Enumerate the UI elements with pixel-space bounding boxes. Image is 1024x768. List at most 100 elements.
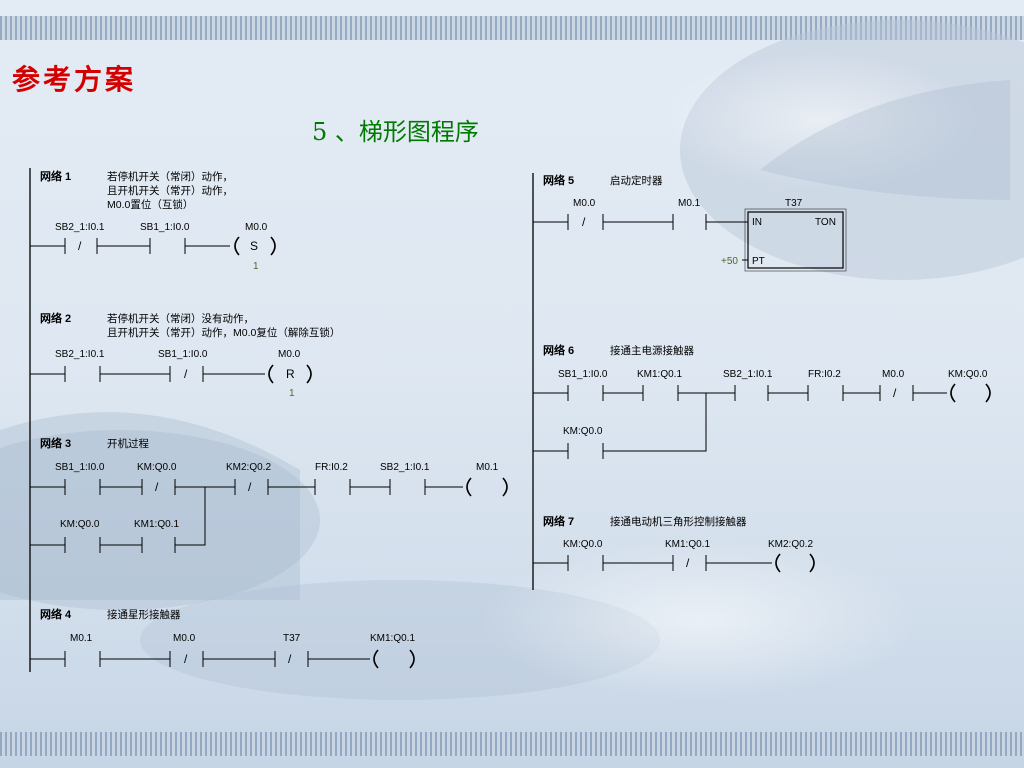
network-1-comment-line-2: 且开机开关（常开）动作，: [107, 184, 233, 197]
network-2-contact-1-label: SB2_1:I0.1: [55, 349, 105, 360]
network-2-contact-2-label: SB1_1:I0.0: [158, 349, 208, 360]
network-5-contact-2-label: M0.1: [678, 198, 701, 209]
network-3-contact-5: [389, 479, 426, 495]
network-3-output-coil: [466, 477, 508, 497]
network-1-contact-1-label: SB2_1:I0.1: [55, 222, 105, 233]
network-2: 网络 2 若停机开关（常闭）没有动作， 且开机开关（常开）动作，M0.0复位（解…: [30, 311, 340, 399]
network-4-output-coil: [373, 649, 415, 669]
network-6-contact-4-label: FR:I0.2: [808, 369, 841, 380]
network-3-coil-label: M0.1: [476, 462, 499, 473]
network-5-contact-1-label: M0.0: [573, 198, 596, 209]
svg-text:/: /: [893, 386, 897, 400]
network-3-contact-4-label: FR:I0.2: [315, 462, 348, 473]
network-1-comment-line-3: M0.0置位（互锁）: [107, 198, 193, 211]
network-2-comment-line-2: 且开机开关（常开）动作，M0.0复位（解除互锁）: [107, 326, 340, 339]
network-5-preset-value: +50: [721, 256, 738, 267]
network-7-coil-label: KM2:Q0.2: [768, 539, 813, 550]
svg-text:/: /: [248, 480, 252, 494]
network-7-contact-1-label: KM:Q0.0: [563, 539, 603, 550]
network-1-coil-count: 1: [253, 261, 259, 272]
network-7-output-coil: [775, 553, 815, 573]
network-2-comment-line-1: 若停机开关（常闭）没有动作，: [107, 312, 254, 325]
network-1-set-coil: S: [234, 236, 276, 256]
network-6-contact-5: /: [879, 385, 914, 401]
network-2-nc-contact: /: [169, 366, 204, 382]
network-5-title: 网络 5: [543, 173, 574, 187]
network-2-no-contact: [64, 366, 101, 382]
network-3-branch-contact-2: [141, 537, 176, 553]
network-5-timer-box: IN TON PT: [744, 208, 847, 272]
network-5-contact-2: [672, 214, 707, 230]
network-5: 网络 5 启动定时器 M0.0 M0.1 T37 / IN TON PT: [533, 173, 847, 272]
bottom-stripe-band: [0, 732, 1024, 756]
slide-subtitle: 5 、梯形图程序: [312, 118, 479, 146]
network-7-comment: 接通电动机三角形控制接触器: [610, 515, 747, 528]
network-3-branch-contact-1: [64, 537, 101, 553]
network-4-contact-3-label: T37: [283, 633, 301, 644]
network-5-contact-1: /: [567, 214, 604, 230]
network-3-contact-5-label: SB2_1:I0.1: [380, 462, 430, 473]
network-3-contact-3-label: KM2:Q0.2: [226, 462, 271, 473]
network-3: 网络 3 开机过程 SB1_1:I0.0 KM:Q0.0 KM2:Q0.2 FR…: [30, 436, 508, 553]
network-1-coil-label: M0.0: [245, 222, 268, 233]
network-5-timer-type: TON: [815, 217, 836, 228]
network-7: 网络 7 接通电动机三角形控制接触器 KM:Q0.0 KM1:Q0.1 KM2:…: [533, 514, 815, 573]
network-2-coil-count: 1: [289, 388, 295, 399]
network-6-contact-3: [734, 385, 769, 401]
network-2-reset-coil: R: [268, 364, 312, 384]
network-3-branch-contact-2-label: KM1:Q0.1: [134, 519, 179, 530]
network-3-contact-1: [64, 479, 101, 495]
network-1-no-contact: [149, 238, 186, 254]
network-4-title: 网络 4: [40, 607, 72, 621]
network-6-contact-2-label: KM1:Q0.1: [637, 369, 682, 380]
network-2-title: 网络 2: [40, 311, 71, 325]
network-5-comment: 启动定时器: [610, 174, 663, 187]
network-1-title: 网络 1: [40, 169, 71, 183]
network-6-contact-1-label: SB1_1:I0.0: [558, 369, 608, 380]
network-7-contact-2-label: KM1:Q0.1: [665, 539, 710, 550]
network-3-contact-3: /: [234, 479, 269, 495]
svg-text:S: S: [250, 239, 258, 253]
svg-text:/: /: [78, 239, 82, 253]
svg-text:/: /: [155, 480, 159, 494]
network-6-comment: 接通主电源接触器: [610, 344, 694, 357]
network-6-branch-contact: [567, 443, 604, 459]
network-6-title: 网络 6: [543, 343, 574, 357]
network-6-contact-4: [807, 385, 844, 401]
network-7-contact-2: /: [672, 555, 707, 571]
network-3-title: 网络 3: [40, 436, 71, 450]
svg-text:/: /: [686, 556, 690, 570]
network-6-output-coil: [950, 383, 991, 403]
network-4-contact-2-label: M0.0: [173, 633, 196, 644]
network-4-contact-3: /: [274, 651, 309, 667]
network-1-nc-contact: /: [64, 238, 98, 254]
network-6-branch-contact-label: KM:Q0.0: [563, 426, 603, 437]
network-2-coil-label: M0.0: [278, 349, 301, 360]
network-3-contact-2-label: KM:Q0.0: [137, 462, 177, 473]
network-7-contact-1: [567, 555, 604, 571]
network-5-timer-label: T37: [785, 198, 803, 209]
svg-text:R: R: [286, 367, 295, 381]
network-3-branch-contact-1-label: KM:Q0.0: [60, 519, 100, 530]
network-4-contact-2: /: [169, 651, 204, 667]
network-4: 网络 4 接通星形接触器 M0.1 M0.0 T37 KM1:Q0.1 / /: [30, 607, 415, 669]
network-5-timer-in: IN: [752, 217, 762, 228]
network-4-coil-label: KM1:Q0.1: [370, 633, 415, 644]
network-6-contact-1: [567, 385, 604, 401]
svg-text:/: /: [184, 652, 188, 666]
svg-text:/: /: [288, 652, 292, 666]
top-stripe-band: [0, 16, 1024, 40]
svg-text:/: /: [184, 367, 188, 381]
network-4-contact-1-label: M0.1: [70, 633, 93, 644]
network-5-timer-pt: PT: [752, 256, 765, 267]
network-6-contact-3-label: SB2_1:I0.1: [723, 369, 773, 380]
network-7-title: 网络 7: [543, 514, 574, 528]
network-1: 网络 1 若停机开关（常闭）动作， 且开机开关（常开）动作， M0.0置位（互锁…: [30, 169, 276, 272]
network-1-contact-2-label: SB1_1:I0.0: [140, 222, 190, 233]
network-3-contact-2: /: [141, 479, 176, 495]
network-3-contact-1-label: SB1_1:I0.0: [55, 462, 105, 473]
network-6-coil-label: KM:Q0.0: [948, 369, 988, 380]
